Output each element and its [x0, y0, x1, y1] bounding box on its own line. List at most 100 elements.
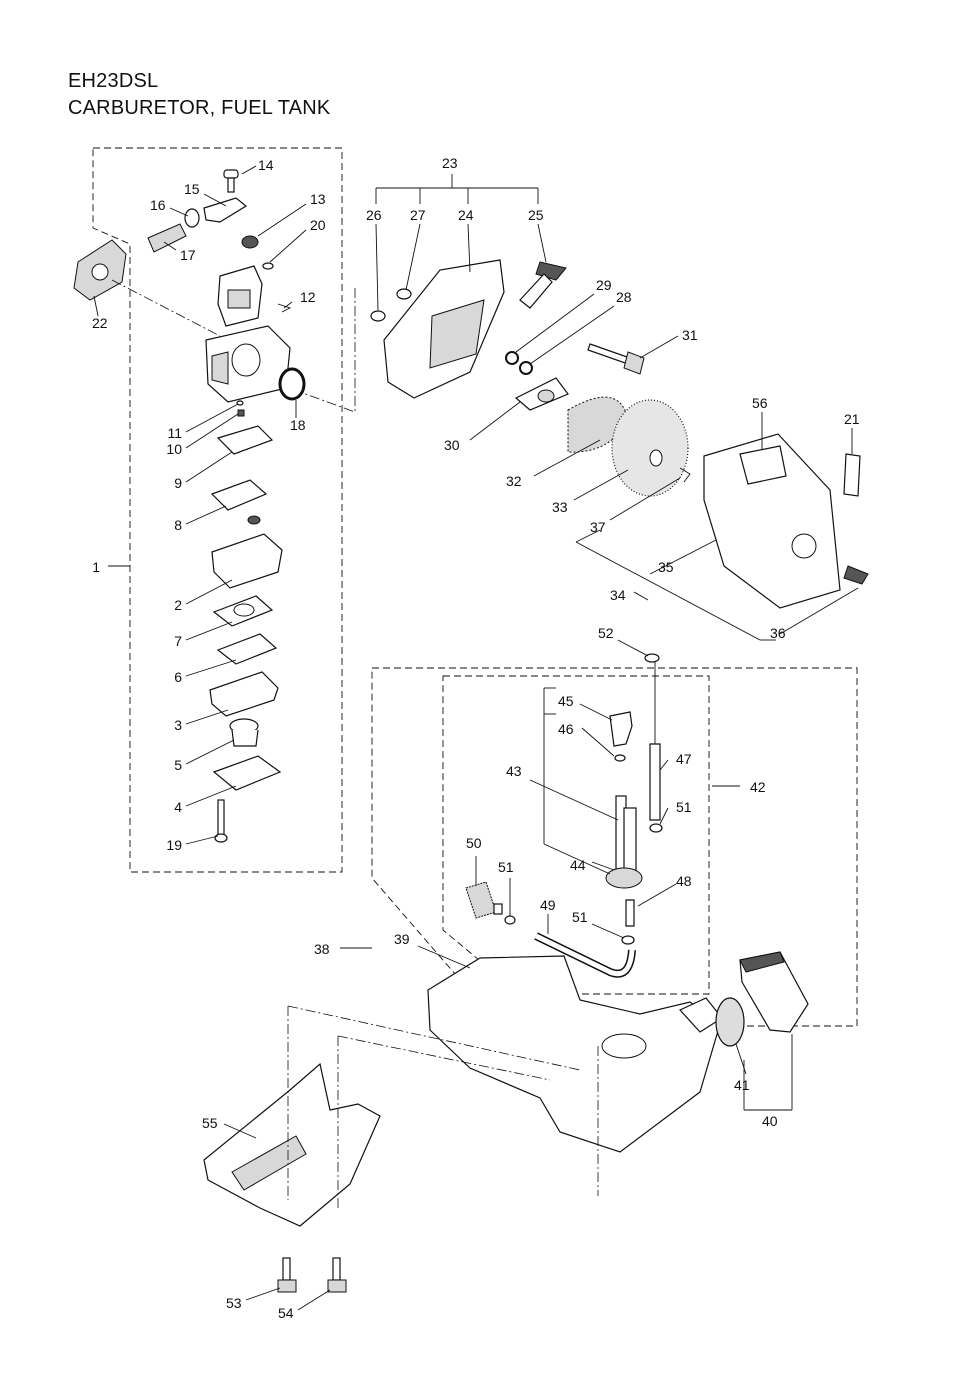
bolt-19: [214, 799, 228, 843]
air-cleaner-cover-35: [703, 433, 841, 609]
callout-55: 55: [202, 1115, 218, 1131]
clip-37: [679, 467, 691, 483]
grommet-44: [605, 807, 643, 889]
gasket-18: [278, 367, 306, 401]
callout-24: 24: [458, 207, 474, 223]
callout-25: 25: [528, 207, 544, 223]
needle-10: [237, 409, 245, 417]
callout-53: 53: [226, 1295, 242, 1311]
gasket-41: [715, 997, 745, 1047]
callout-51b: 51: [498, 859, 514, 875]
callout-7: 7: [174, 633, 182, 649]
washer-16: [184, 208, 200, 228]
callout-14: 14: [258, 157, 274, 173]
callout-41: 41: [734, 1077, 750, 1093]
callout-39: 39: [394, 931, 410, 947]
filter-element-33: [611, 399, 689, 497]
pump-body-2: [211, 515, 283, 589]
screw-14: [223, 169, 239, 193]
callout-48: 48: [676, 873, 692, 889]
callout-11: 11: [167, 425, 182, 441]
callout-30: 30: [444, 437, 460, 453]
bolt-31: [587, 343, 645, 375]
carburetor-assembly-box: [92, 147, 343, 873]
callout-29: 29: [596, 277, 612, 293]
gasket-20: [262, 262, 274, 270]
collar-26: [370, 310, 386, 322]
adjuster-17: [147, 223, 187, 253]
diaphragm-6: [216, 633, 278, 665]
air-filter-element-22: [73, 239, 127, 301]
oring-46: [614, 754, 626, 762]
cover-4: [212, 755, 282, 791]
callout-17: 17: [180, 247, 196, 263]
valve-11: [236, 400, 244, 406]
clamp-52: [644, 653, 660, 663]
plug-13: [241, 235, 259, 249]
callout-44: 44: [570, 857, 586, 873]
callout-56: 56: [752, 395, 768, 411]
carb-to-cleaner-guide: [299, 288, 356, 413]
gasket-7: [212, 595, 274, 627]
fitting-45: [609, 711, 633, 747]
fuel-tank-39: [427, 955, 723, 1153]
lever-25: [519, 261, 567, 309]
callout-13: 13: [310, 191, 326, 207]
carb-top-body: [217, 265, 263, 327]
callout-4: 4: [174, 799, 182, 815]
callout-28: 28: [616, 289, 632, 305]
plate-9: [216, 425, 274, 455]
callout-38: 38: [314, 941, 330, 957]
callout-46: 46: [558, 721, 574, 737]
callout-2: 2: [174, 597, 182, 613]
model-title: EH23DSL: [68, 70, 159, 92]
callout-34: 34: [610, 587, 626, 603]
callout-27: 27: [410, 207, 426, 223]
callout-19: 19: [166, 837, 182, 853]
callout-33: 33: [552, 499, 568, 515]
callout-50: 50: [466, 835, 482, 851]
callout-5: 5: [174, 757, 182, 773]
joint-48: [625, 899, 635, 927]
knob-36: [843, 565, 869, 585]
fuel-hose-49: [534, 932, 636, 978]
bracket-30: [514, 377, 569, 411]
callout-16: 16: [150, 197, 166, 213]
bolt-53: [277, 1257, 297, 1293]
callout-52: 52: [598, 625, 614, 641]
callout-12: 12: [300, 289, 316, 305]
clamp-51c: [621, 935, 635, 945]
callout-51a: 51: [676, 799, 692, 815]
callout-labels: 1 2 3 4 5 6 7 8 9 10 11 12 13 14 15 16 1…: [92, 155, 860, 1321]
callout-49: 49: [540, 897, 556, 913]
callout-15: 15: [184, 181, 200, 197]
callout-23: 23: [442, 155, 458, 171]
fuel-cap-40: [739, 951, 809, 1033]
callout-54: 54: [278, 1305, 294, 1321]
callout-22: 22: [92, 315, 108, 331]
callout-9: 9: [174, 475, 182, 491]
clip-12: [277, 303, 292, 313]
callout-51c: 51: [572, 909, 588, 925]
callout-20: 20: [310, 217, 326, 233]
diaphragm-8: [210, 479, 268, 511]
clamp-51b: [504, 915, 516, 925]
washer-29: [505, 351, 519, 365]
callout-1: 1: [92, 559, 100, 575]
bracket-15: [203, 197, 248, 223]
fuel-tank-assembly-box: [371, 667, 858, 1027]
callout-32: 32: [506, 473, 522, 489]
callout-36: 36: [770, 625, 786, 641]
callout-43: 43: [506, 763, 522, 779]
callout-8: 8: [174, 517, 182, 533]
clamp-51a: [649, 823, 663, 833]
callout-3: 3: [174, 717, 182, 733]
callout-6: 6: [174, 669, 182, 685]
fuel-filter-50: [465, 881, 503, 919]
callout-26: 26: [366, 207, 382, 223]
air-cleaner-case-24: [383, 259, 505, 399]
callout-40: 40: [762, 1113, 778, 1129]
callout-47: 47: [676, 751, 692, 767]
carburetor-body: [205, 325, 291, 403]
